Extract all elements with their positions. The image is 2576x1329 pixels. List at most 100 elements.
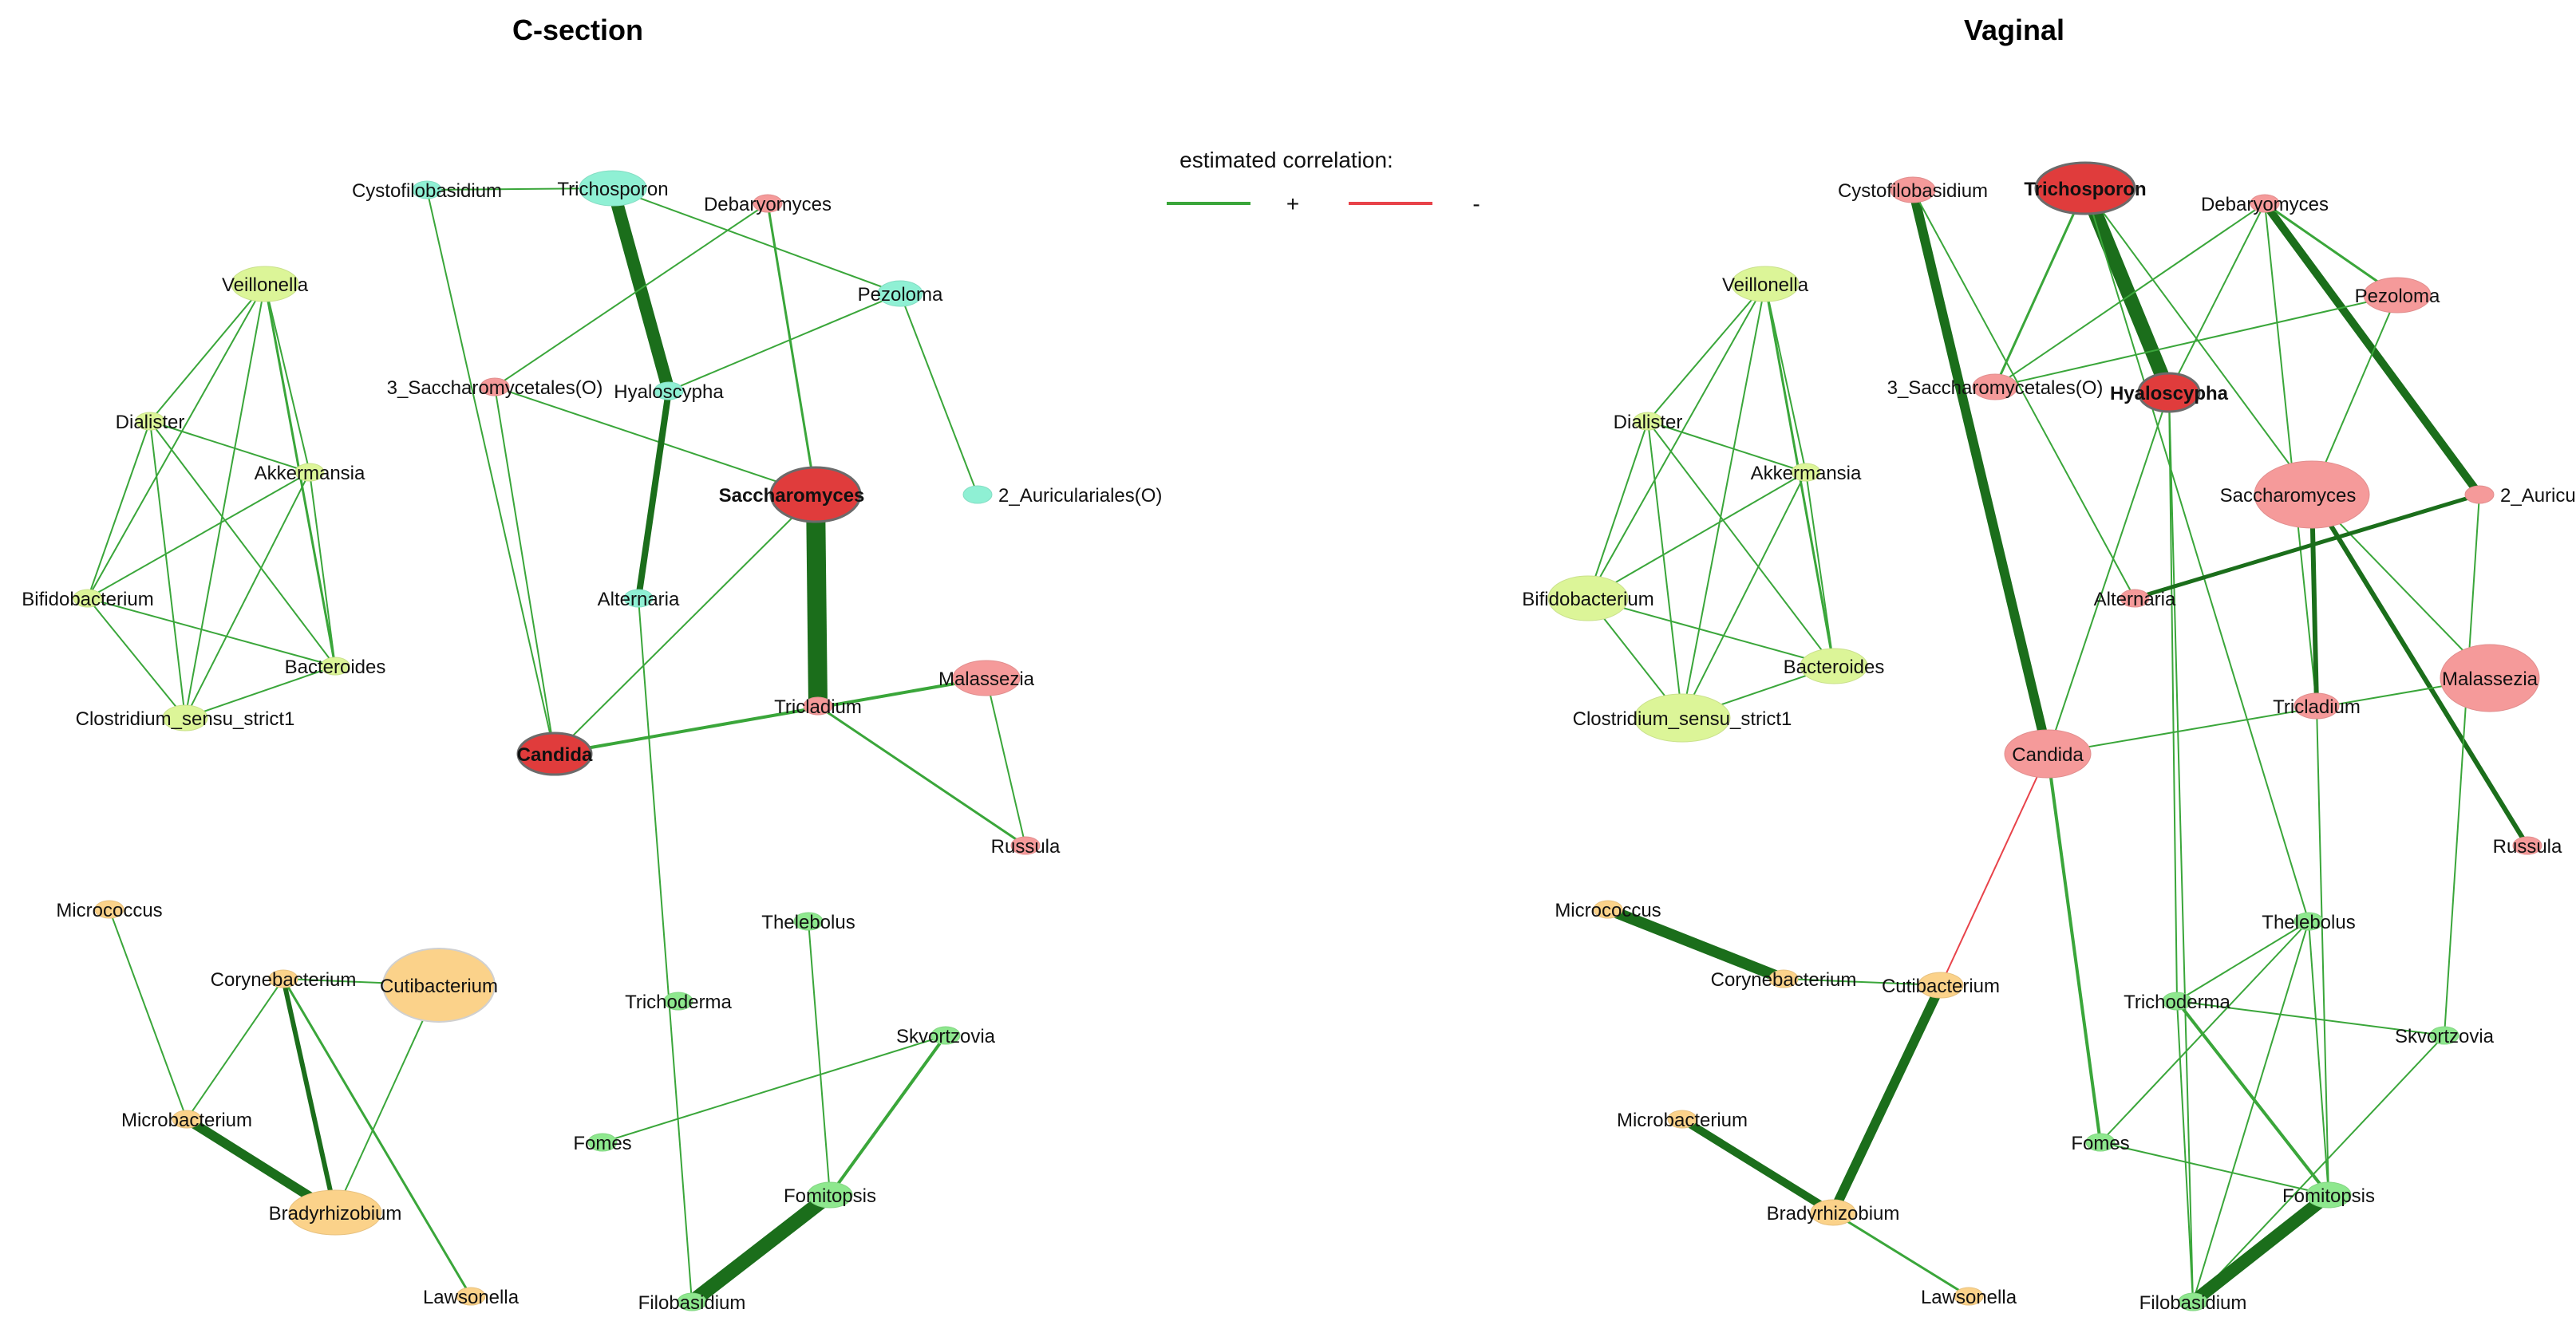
panel-title-vaginal: Vaginal xyxy=(1964,14,2064,46)
node-bra xyxy=(288,1189,382,1236)
node-law xyxy=(1954,1287,1984,1306)
edge-skv-fom xyxy=(602,1035,946,1143)
node-alt xyxy=(2120,589,2150,608)
node-label-bac: Bacteroides xyxy=(285,657,386,678)
node-mal xyxy=(952,660,1021,696)
edge-the-fom xyxy=(2100,921,2309,1143)
node-label-the: Thelebolus xyxy=(2262,912,2355,933)
node-label-alt: Alternaria xyxy=(2094,589,2176,610)
node-label-clo: Clostridium_sensu_strict1 xyxy=(1573,708,1792,730)
node-label-bra: Bradyrhizobium xyxy=(1767,1203,1900,1224)
node-label-fom: Fomes xyxy=(573,1133,631,1154)
edge-pez-sac xyxy=(2311,294,2398,495)
node-label-sac: Saccharomyces xyxy=(2220,485,2357,507)
edge-the-fil xyxy=(2192,921,2309,1303)
node-label-can: Candida xyxy=(2012,744,2084,766)
edge-vei-dia xyxy=(149,283,266,422)
edge-sac3-sac xyxy=(494,386,816,495)
node-fmt xyxy=(2305,1181,2352,1209)
edge-vei-clo xyxy=(184,283,266,719)
node-label-bra: Bradyrhizobium xyxy=(269,1203,402,1224)
edge-cys-can xyxy=(426,189,555,755)
node-label-tri: Trichosporon xyxy=(2024,179,2146,200)
node-label-cor: Corynebacterium xyxy=(1711,969,1857,991)
edge-deb-pez xyxy=(2264,202,2398,297)
node-label-tcd: Trichoderma xyxy=(625,992,732,1013)
edge-mic-mcb xyxy=(109,909,188,1120)
node-label-fil: Filobasidium xyxy=(2139,1292,2247,1314)
edge-cys-can xyxy=(1908,188,2053,755)
node-bif xyxy=(1547,575,1629,621)
node-label-hya: Hyaloscypha xyxy=(614,381,724,403)
node-label-law: Lawsonella xyxy=(1921,1287,2017,1308)
panel-title-csection: C-section xyxy=(512,14,643,46)
node-label-the: Thelebolus xyxy=(761,912,855,933)
node-label-akk: Akkermansia xyxy=(1751,463,1862,484)
edge-sac3-can xyxy=(494,386,555,755)
node-label-alt: Alternaria xyxy=(598,589,680,610)
edge-vei-bif xyxy=(87,283,266,599)
edge-dia-bif xyxy=(87,420,151,599)
edge-bif-bac xyxy=(1587,597,1835,667)
node-label-rus: Russula xyxy=(2493,836,2562,858)
edge-hya-can xyxy=(2047,392,2170,755)
node-clo xyxy=(162,704,208,732)
edge-dia-bac xyxy=(149,420,336,667)
node-cut xyxy=(382,948,496,1023)
edge-sac-can xyxy=(554,494,816,755)
node-deb xyxy=(753,194,783,213)
edge-aur2-alt xyxy=(2134,492,2480,601)
edge-deb-aur2 xyxy=(2261,201,2483,497)
node-fom xyxy=(2085,1133,2116,1152)
edge-skv-fil xyxy=(2192,1035,2445,1303)
node-cys xyxy=(1890,176,1936,203)
node-bif xyxy=(73,589,103,608)
node-deb xyxy=(2250,194,2280,213)
node-sac3 xyxy=(480,377,510,396)
edge-can-mal xyxy=(2047,677,2491,755)
node-fom xyxy=(587,1133,618,1152)
node-the xyxy=(793,912,824,931)
node-label-deb: Debaryomyces xyxy=(2201,194,2329,215)
node-label-cut: Cutibacterium xyxy=(380,976,498,997)
edge-tri-pez xyxy=(612,187,901,294)
edge-deb-tcl xyxy=(2264,203,2317,707)
edge-skv-fmt xyxy=(828,1034,947,1197)
node-label-pez: Pezoloma xyxy=(2355,286,2440,307)
edge-cut-bra xyxy=(334,984,440,1213)
edge-tri-hya xyxy=(2078,185,2176,396)
edge-bif-clo xyxy=(87,597,186,719)
edge-akk-bac xyxy=(309,471,336,667)
node-pez xyxy=(877,280,923,307)
node-cor xyxy=(268,969,298,988)
node-skv xyxy=(930,1026,961,1045)
node-fil xyxy=(2178,1292,2208,1311)
node-label-hya: Hyaloscypha xyxy=(2110,383,2229,404)
edge-dia-akk xyxy=(149,420,310,473)
node-layer xyxy=(73,170,1041,1311)
edge-tcl-rus xyxy=(817,704,1026,847)
edge-fmt-fil xyxy=(2189,1189,2333,1307)
node-label-bif: Bifidobacterium xyxy=(1522,589,1653,610)
node-label-fmt: Fomitopsis xyxy=(2282,1185,2375,1207)
node-label-fil: Filobasidium xyxy=(638,1292,746,1314)
edge-dia-bif xyxy=(1587,420,1649,599)
node-label-bif: Bifidobacterium xyxy=(22,589,153,610)
legend-negative-label: - xyxy=(1472,191,1480,216)
edge-akk-bif xyxy=(87,471,310,599)
node-tcd xyxy=(2162,992,2192,1011)
edge-cys-alt xyxy=(1912,189,2135,599)
edge-cor-law xyxy=(282,978,472,1297)
node-label-pez: Pezoloma xyxy=(858,284,943,306)
node-label-sac: Saccharomyces xyxy=(719,485,865,507)
node-sac3 xyxy=(1972,373,2018,400)
node-label-rus: Russula xyxy=(991,836,1061,858)
legend: estimated correlation: + - xyxy=(1167,148,1480,216)
edge-tri-the xyxy=(2084,187,2309,922)
edge-mic-cor xyxy=(1606,904,1786,984)
edge-bif-bac xyxy=(87,597,336,667)
edge-cor-cut xyxy=(1783,978,1942,986)
